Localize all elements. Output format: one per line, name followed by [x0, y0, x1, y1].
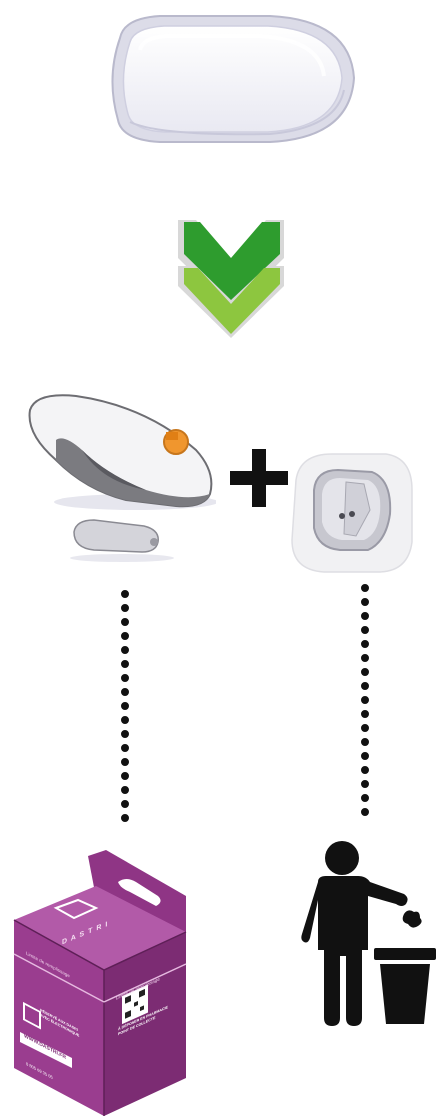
dasri-box-icon: D A S T R I Limite de remplissage Limite… — [10, 846, 188, 1116]
left-dotted-connector — [118, 590, 132, 830]
dasri-letter: I — [105, 921, 108, 929]
sensor-pod-icon — [100, 10, 358, 148]
right-dotted-connector — [358, 584, 372, 826]
double-chevron-down-icon — [176, 218, 286, 340]
applicator-icon — [26, 390, 216, 570]
plus-icon — [228, 447, 290, 509]
person-trash-icon — [296, 838, 436, 1028]
adhesive-patch-icon — [286, 450, 416, 576]
